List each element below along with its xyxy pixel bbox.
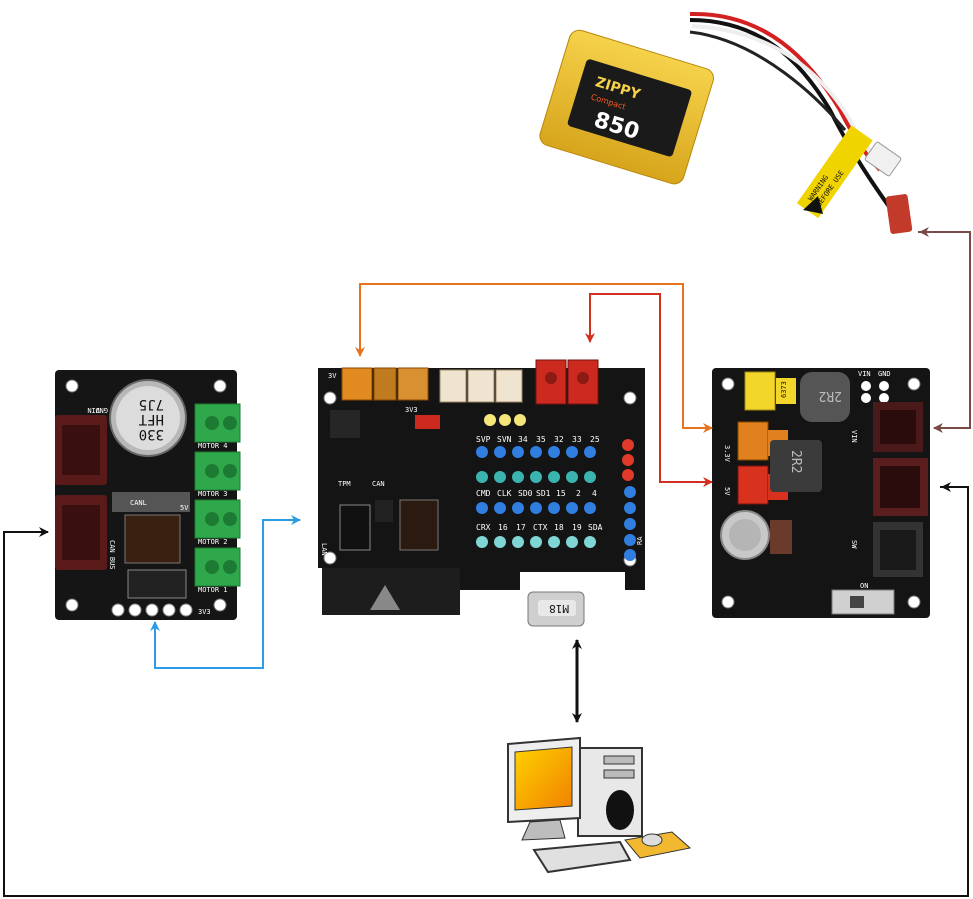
blue-pin-header-2 [476,502,596,514]
pin-row-1-6: 25 [590,435,600,444]
motor-gnd-label: GND [95,406,108,414]
pin-row-1-1: SVN [497,435,512,444]
rail-5v-label: 5V [723,487,731,496]
motor-1-label: MOTOR 1 [198,586,228,594]
pin-row-1-5: 33 [572,435,582,444]
battery-image: WARNING BEFORE USE ZIPPY Compact 850 [539,11,913,234]
can-bus-label: CAN BUS [108,540,116,570]
power-gnd-label: GND [878,370,891,378]
power-vin-label-2: VIN [850,430,858,443]
blue-connection-arrow [150,515,301,669]
motor-driver-board: 330 HFT 7J5 VIN GND MOTOR 4 MOTOR 3 MOTO… [55,370,241,620]
can-label: CAN [372,480,385,488]
blue-pin-header-1 [476,446,596,458]
main-3v3-label: 3V3 [405,406,418,414]
pin-row-3-3: CTX [533,523,548,532]
canl-label: CANL [130,499,147,507]
inductor-2-label: 2R2 [788,450,803,473]
lan-label: LAN [320,543,328,556]
motor-vin-label: VIN [87,406,100,414]
pin-row-1-2: 34 [518,435,528,444]
computer-icon [507,736,692,874]
teal-pin-header-2 [476,536,596,548]
pin-row-1-0: SVP [476,435,491,444]
pin-row-3-2: 17 [516,523,526,532]
pin-row-3-0: CRX [476,523,491,532]
inductor-1-label: 2R2 [819,388,842,403]
pin-row-2-3: SD1 [536,489,551,498]
pin-row-2-6: 4 [592,489,597,498]
capacitor-label-2: HFT [138,411,164,427]
capacitor-label-1: 330 [139,426,164,442]
sw-label: SW [850,540,858,549]
capacitor-label-3: 7J5 [139,396,164,412]
tpm-label: TPM [338,480,351,488]
power-board: VIN GND 6373 3.3V 5V 2R2 2R2 VIN SW [712,368,930,618]
pin-row-1-3: 35 [536,435,546,444]
motor-5v-label: 5V [180,504,189,512]
motor-2-label: MOTOR 2 [198,538,228,546]
pin-row-2-0: CMD [476,489,491,498]
connector-code: 6373 [780,381,788,398]
brown-connection-arrow [918,231,971,433]
teal-pin-header-1 [476,471,596,483]
main-side-label: RA [636,536,644,545]
rail-3v3-label: 3.3V [723,445,731,463]
motor-3-label: MOTOR 3 [198,490,228,498]
pin-row-2-5: 2 [576,489,581,498]
on-label: ON [860,582,868,590]
motor-4-label: MOTOR 4 [198,442,228,450]
pin-row-2-2: SD0 [518,489,533,498]
pin-row-3-6: SDA [588,523,603,532]
pin-row-3-1: 16 [498,523,508,532]
motor-3v3-label: 3V3 [198,608,211,616]
main-controller-board: 3V 3V3 SVP SVN 34 35 32 33 25 CMD CL [318,359,645,627]
usb-label: M18 [549,602,569,615]
pin-row-2-4: 15 [556,489,566,498]
pin-row-2-1: CLK [497,489,512,498]
pin-row-3-4: 18 [554,523,564,532]
pin-row-3-5: 19 [572,523,582,532]
main-3v-label: 3V [328,372,337,380]
pin-row-1-4: 32 [554,435,564,444]
power-vin-label: VIN [858,370,871,378]
